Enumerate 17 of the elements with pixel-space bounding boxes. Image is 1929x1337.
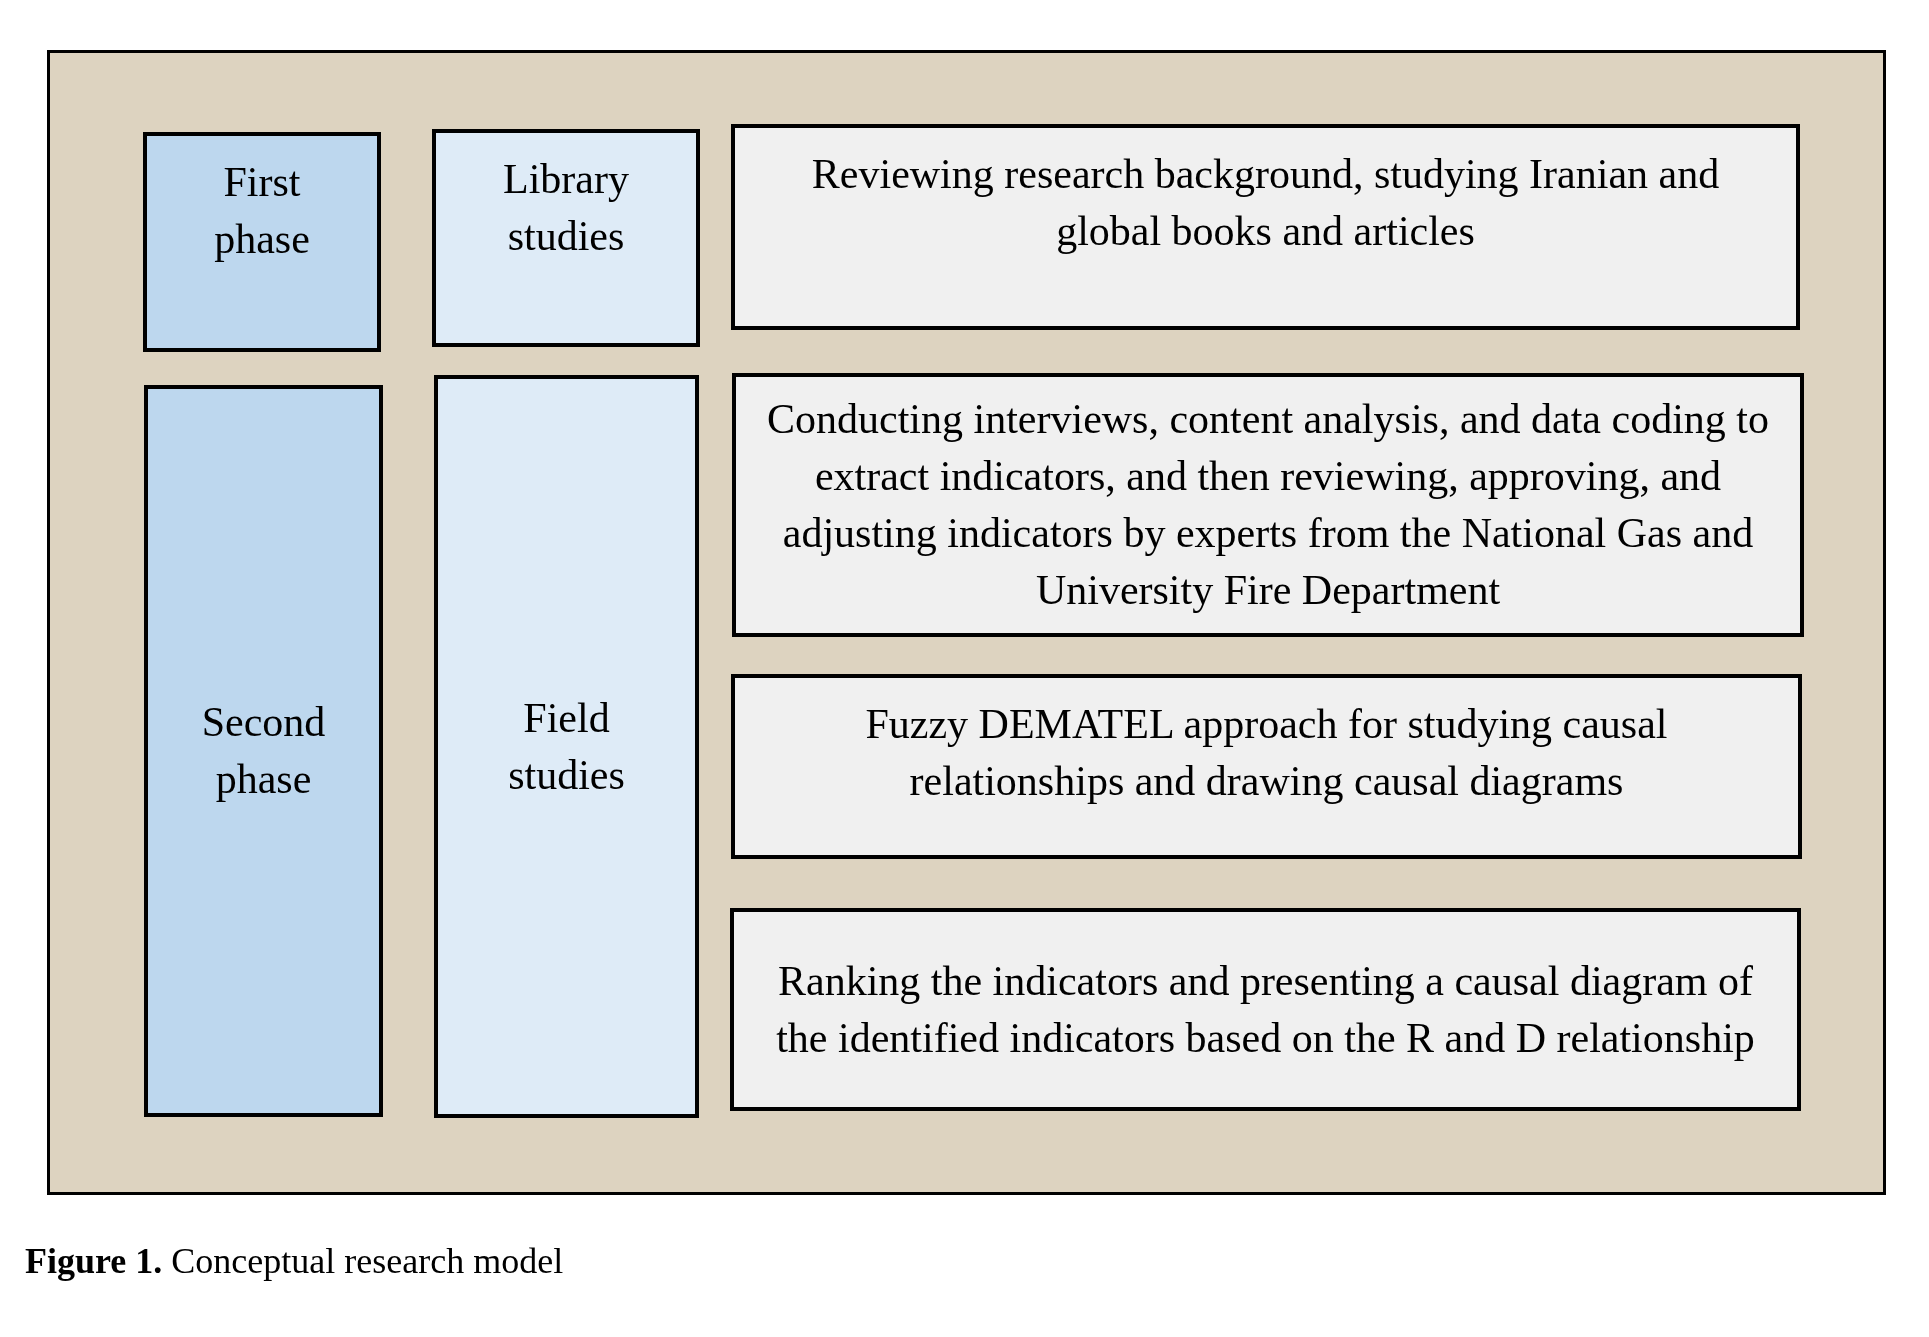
description-box xyxy=(731,124,1800,330)
box-text: Second phase xyxy=(200,698,327,804)
phase-box xyxy=(144,385,383,1117)
phase-box xyxy=(143,132,381,352)
method-box xyxy=(432,129,700,347)
box-text: Ranking the indicators and presenting a causal diagram of the identified indicators based on the R and D relationship xyxy=(775,956,1756,1063)
box-text: Fuzzy DEMATEL approach for studying causal relationships and drawing causal diagrams xyxy=(864,700,1669,806)
description-box xyxy=(731,674,1802,859)
box-text: Field studies xyxy=(507,693,626,800)
box-text: Reviewing research background, studying Iranian and global books and articles xyxy=(810,150,1721,256)
box-text: First phase xyxy=(213,158,311,264)
description-box xyxy=(732,373,1804,637)
box-text: Conducting interviews, content analysis, and data coding to extract indicators, and then reviewing, approving, and adjusting indicators by experts from the National Gas and University Fire Department xyxy=(766,395,1770,615)
method-box xyxy=(434,375,699,1118)
box-text: Library studies xyxy=(502,155,630,261)
description-box xyxy=(730,908,1801,1111)
figure-caption: Figure 1. Conceptual research model xyxy=(25,1240,564,1282)
